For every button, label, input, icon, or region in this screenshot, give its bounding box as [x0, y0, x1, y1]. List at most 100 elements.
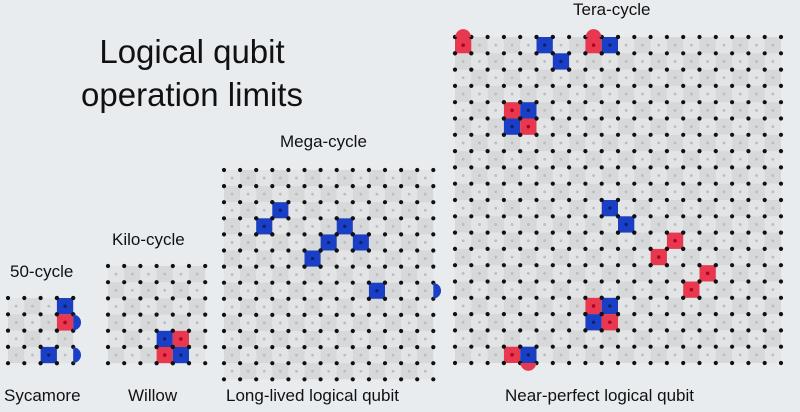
grid-vertex-dot — [534, 279, 539, 284]
data-qubit-marker — [689, 206, 693, 210]
grid-vertex-dot — [664, 51, 670, 56]
data-qubit-marker — [575, 190, 579, 194]
grid-vertex-dot — [485, 279, 490, 284]
grid-vertex-dot — [615, 197, 621, 203]
data-qubit-marker — [526, 141, 530, 145]
grid-vertex-dot — [38, 328, 43, 333]
grid-vertex-dot — [632, 165, 637, 170]
grid-vertex-dot — [518, 67, 523, 72]
data-qubit-marker — [246, 337, 250, 341]
grid-vertex-dot — [762, 132, 767, 137]
grid-vertex-dot — [615, 149, 621, 154]
data-qubit-marker — [262, 208, 266, 212]
grid-vertex-dot — [664, 360, 670, 366]
blue-error-center-dot — [591, 320, 596, 324]
data-qubit-marker — [423, 289, 427, 293]
grid-vertex-dot — [550, 116, 555, 121]
grid-vertex-dot — [615, 51, 621, 56]
data-qubit-marker — [461, 288, 465, 292]
grid-vertex-dot — [762, 83, 767, 88]
data-qubit-marker — [673, 125, 677, 129]
data-qubit-marker — [689, 271, 693, 275]
grid-vertex-dot — [518, 214, 523, 219]
data-qubit-marker — [246, 369, 250, 373]
data-qubit-marker — [738, 337, 742, 340]
data-qubit-marker — [311, 224, 314, 228]
data-qubit-marker — [771, 239, 775, 243]
data-qubit-marker — [673, 206, 677, 210]
red-error-center-dot — [705, 271, 710, 276]
data-qubit-marker — [624, 271, 628, 275]
data-qubit-marker — [407, 176, 411, 180]
data-qubit-marker — [526, 288, 530, 292]
data-qubit-marker — [494, 108, 498, 112]
data-qubit-marker — [478, 271, 481, 275]
grid-vertex-dot — [599, 360, 604, 366]
data-qubit-marker — [526, 304, 530, 308]
data-qubit-marker — [147, 353, 150, 357]
grid-vertex-dot — [778, 67, 784, 72]
grid-vertex-dot — [632, 295, 637, 300]
grid-vertex-dot — [550, 214, 555, 219]
data-qubit-marker — [461, 125, 465, 129]
grid-vertex-dot — [399, 167, 404, 173]
data-qubit-marker — [771, 320, 775, 324]
grid-vertex-dot — [286, 200, 291, 205]
data-qubit-marker — [575, 255, 579, 259]
data-qubit-marker — [262, 337, 266, 341]
data-qubit-marker — [657, 190, 661, 194]
data-qubit-marker — [327, 337, 331, 341]
grid-vertex-dot — [534, 344, 539, 349]
grid-vertex-dot — [730, 246, 735, 251]
data-qubit-marker — [130, 321, 134, 325]
grid-vertex-dot — [518, 165, 523, 170]
grid-vertex-dot — [730, 34, 735, 40]
grid-vertex-dot — [221, 345, 227, 350]
grid-vertex-dot — [778, 132, 784, 137]
grid-vertex-dot — [415, 167, 420, 173]
data-qubit-marker — [461, 304, 465, 308]
grid-vertex-dot — [452, 295, 458, 300]
data-qubit-marker — [559, 271, 563, 275]
data-qubit-marker — [641, 157, 644, 161]
data-qubit-marker — [673, 255, 677, 259]
data-qubit-marker — [327, 176, 331, 180]
grid-vertex-dot — [664, 67, 670, 72]
grid-vertex-dot — [713, 214, 718, 219]
grid-vertex-dot — [632, 344, 637, 349]
data-qubit-marker — [230, 305, 234, 309]
data-qubit-marker — [391, 208, 395, 212]
grid-vertex-dot — [501, 279, 506, 284]
grid-vertex-dot — [632, 197, 637, 203]
data-qubit-marker — [461, 223, 465, 226]
data-qubit-marker — [657, 76, 661, 80]
data-qubit-marker — [608, 223, 612, 226]
data-qubit-marker — [689, 174, 693, 177]
grid-vertex-dot — [154, 280, 159, 285]
data-qubit-marker — [278, 176, 282, 180]
grid-vertex-dot — [501, 83, 506, 88]
grid-vertex-dot — [122, 280, 127, 285]
data-qubit-marker — [147, 321, 150, 325]
data-qubit-marker — [461, 255, 465, 259]
data-qubit-marker — [543, 239, 547, 243]
data-qubit-marker — [559, 76, 563, 80]
grid-vertex-dot — [632, 132, 637, 137]
grid-vertex-dot — [366, 296, 371, 301]
grid-vertex-dot — [302, 248, 307, 253]
grid-vertex-dot — [501, 51, 506, 56]
data-qubit-marker — [461, 320, 465, 324]
grid-vertex-dot — [238, 312, 243, 317]
grid-vertex-dot — [238, 248, 243, 253]
grid-vertex-dot — [681, 263, 686, 268]
data-qubit-marker — [738, 174, 742, 177]
data-qubit-marker — [771, 223, 775, 226]
grid-vertex-dot — [534, 34, 539, 40]
data-qubit-marker — [494, 223, 498, 226]
data-qubit-marker — [147, 272, 150, 276]
data-qubit-marker — [359, 305, 363, 309]
grid-vertex-dot — [615, 214, 621, 219]
grid-vertex-dot — [697, 149, 702, 154]
data-qubit-marker — [327, 208, 331, 212]
grid-vertex-dot — [469, 197, 474, 203]
